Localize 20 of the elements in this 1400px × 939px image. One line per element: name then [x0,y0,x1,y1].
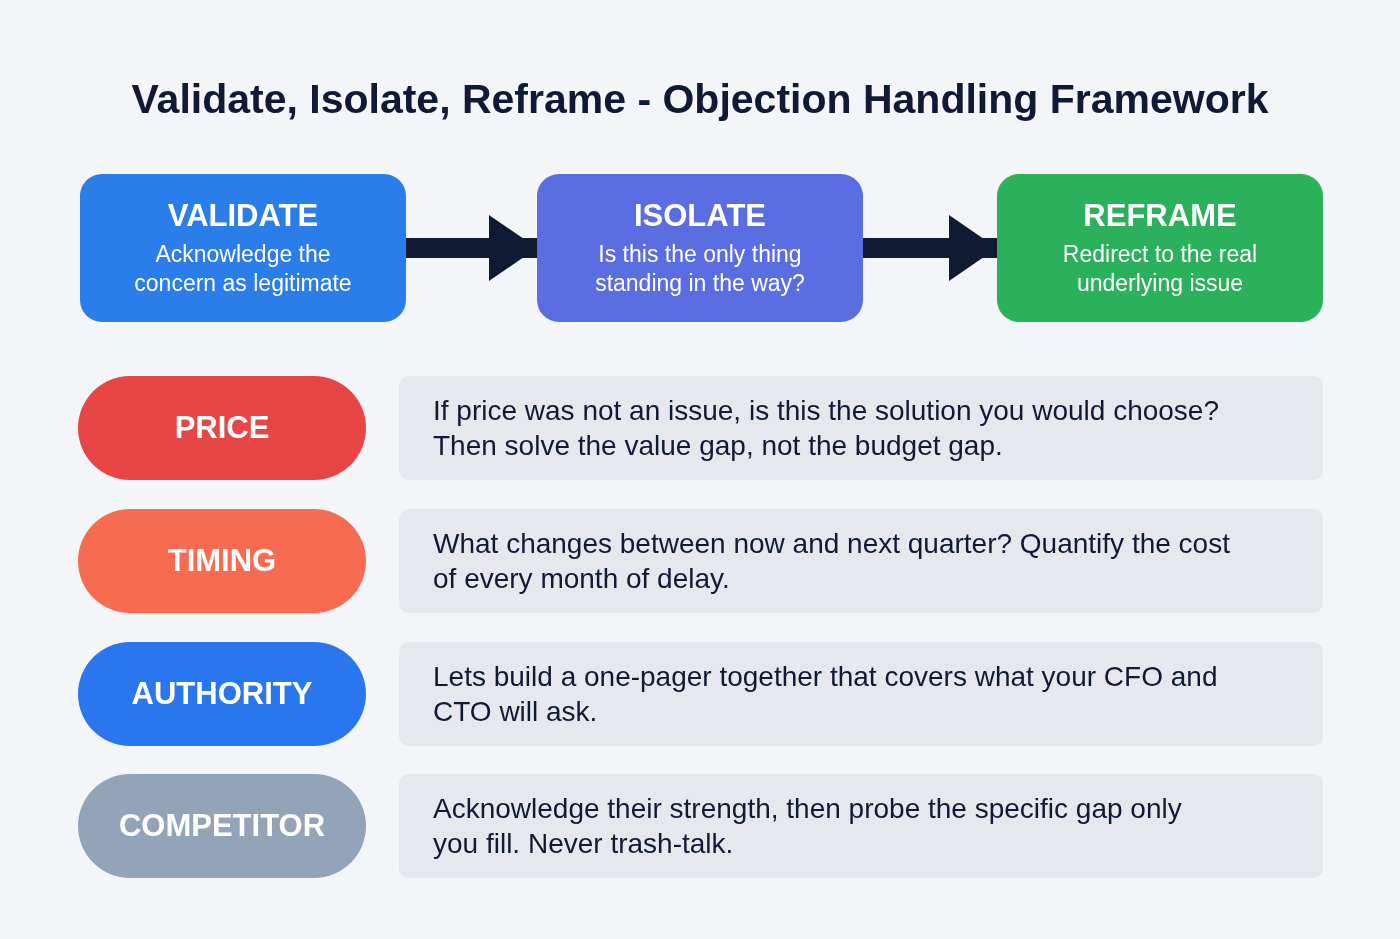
step-description: Redirect to the real underlying issue [1061,240,1259,298]
step-box [537,174,863,322]
step-description: Acknowledge the concern as legitimate [133,240,353,298]
step-description: Is this the only thing standing in the way? [594,240,806,298]
objection-label: TIMING [167,543,277,579]
objection-label: PRICE [174,410,270,446]
step-box [80,174,406,322]
response-text: What changes between now and next quarter? Quantify the cost of every month of delay. [433,527,1231,596]
response-text: Acknowledge their strength, then probe the specific gap only you fill. Never trash-talk. [433,792,1183,861]
step-title: ISOLATE [633,198,766,234]
step-title: VALIDATE [167,198,319,234]
objection-label: COMPETITOR [118,808,326,844]
step-box [997,174,1323,322]
arrow [406,215,537,281]
step-title: REFRAME [1083,198,1237,234]
response-text: Lets build a one-pager together that covers what your CFO and CTO will ask. [433,660,1219,729]
response-text: If price was not an issue, is this the solution you would choose? Then solve the value gap, not the budget gap. [433,394,1220,463]
objection-label: AUTHORITY [131,676,313,712]
title: Validate, Isolate, Reframe - Objection Handling Framework [130,76,1270,123]
arrow [863,215,997,281]
